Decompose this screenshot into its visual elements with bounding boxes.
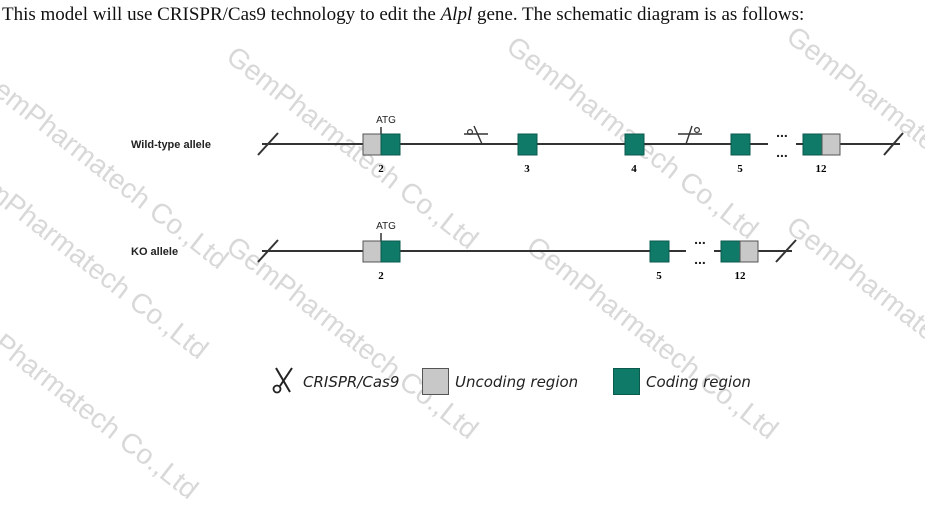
exon-12-coding [802, 133, 823, 156]
exon-label-3: 3 [524, 163, 530, 175]
exon-5-coding [649, 240, 670, 263]
ellipsis-bottom: ... [776, 144, 788, 160]
exon-12-uncoding [821, 133, 841, 156]
exon-3-coding [517, 133, 538, 156]
scissors-icon [272, 367, 293, 394]
exon-label-12: 12 [735, 270, 747, 282]
header-text-before: This model will use CRISPR/Cas9 technolo… [2, 4, 441, 25]
allele-schematic: Wild-type allele ATG 2 3 4 5 [131, 115, 904, 394]
exon-2-coding [380, 133, 401, 156]
legend-uncoding-label: Uncoding region [455, 373, 579, 391]
ellipsis-gap [768, 128, 796, 160]
legend-crispr-label: CRISPR/Cas9 [303, 373, 400, 391]
legend-coding-swatch [613, 368, 640, 395]
exon-4-coding [624, 133, 645, 156]
ellipsis-top: ... [776, 124, 788, 140]
break-mark-right [775, 239, 797, 263]
break-mark-right [883, 132, 904, 156]
ellipsis-gap [686, 235, 714, 267]
break-mark-left [257, 239, 279, 263]
scissors-icon [678, 125, 702, 145]
exon-2-coding [380, 240, 401, 263]
header-text: This model will use CRISPR/Cas9 technolo… [2, 4, 804, 26]
exon-12-coding [720, 240, 741, 263]
header-text-after: gene. The schematic diagram is as follow… [472, 4, 805, 25]
legend: CRISPR/Cas9 Uncoding region Coding regio… [0, 364, 925, 400]
exon-12-uncoding [739, 240, 759, 263]
break-mark-left [257, 132, 279, 156]
atg-label: ATG [376, 115, 396, 126]
wild-type-allele: Wild-type allele ATG 2 3 4 5 [131, 115, 904, 175]
exon-label-5: 5 [737, 163, 743, 175]
exon-5-coding [730, 133, 751, 156]
ko-allele: KO allele ATG 2 5 ... ... 12 [131, 221, 797, 282]
wild-type-label: Wild-type allele [131, 139, 211, 151]
exon-label-5: 5 [656, 270, 662, 282]
ko-label: KO allele [131, 246, 178, 258]
exon-label-2: 2 [378, 270, 384, 282]
gene-name: Alpl [440, 4, 473, 25]
exon-label-12: 12 [816, 163, 828, 175]
atg-label: ATG [376, 221, 396, 232]
exon-2-uncoding [362, 133, 382, 156]
ellipsis-bottom: ... [694, 251, 706, 267]
exon-label-2: 2 [378, 163, 384, 175]
exon-label-4: 4 [631, 163, 637, 175]
ellipsis-top: ... [694, 231, 706, 247]
exon-2-uncoding [362, 240, 382, 263]
legend-coding-label: Coding region [646, 373, 751, 391]
legend-uncoding-swatch [422, 368, 449, 395]
scissors-icon [464, 125, 488, 145]
